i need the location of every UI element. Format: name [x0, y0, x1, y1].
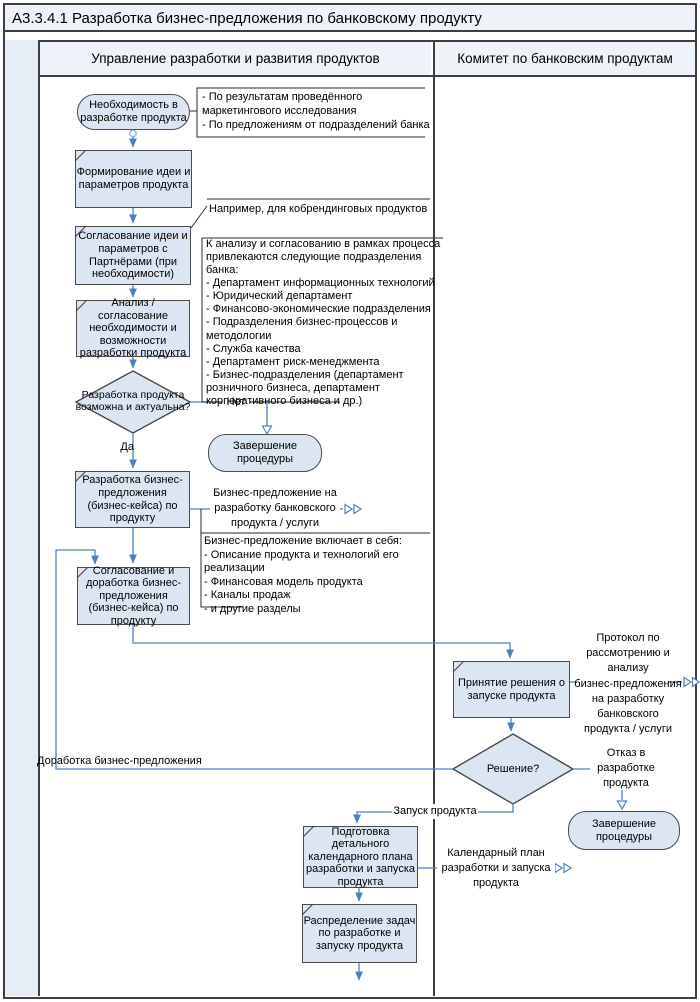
annotation-start-sources: - По результатам проведённого маркетинго…: [202, 91, 430, 131]
side-column-divider: [38, 40, 40, 996]
output-calendar-plan: Календарный план разработки и запуска пр…: [437, 846, 555, 891]
lane-header-committee: Комитет по банковским продуктам: [435, 42, 695, 75]
edge-label-rework: Доработка бизнес-предложения: [37, 755, 202, 767]
annotation-proposal-contents: Бизнес-предложение включает в себя: - Оп…: [204, 535, 402, 615]
edge-label-yes: Да: [120, 441, 134, 453]
node-dec-feasible[interactable]: Разработка продукта возможна и актуальна…: [72, 374, 194, 430]
node-proc-bizcase-label: Разработка бизнес-предложения (бизнес-ке…: [82, 474, 183, 525]
node-start-label: Необходимость в разработке продукта: [80, 99, 187, 124]
lane-header-bottom-line: [38, 75, 695, 77]
lanes-top-line: [5, 40, 695, 42]
node-proc-partner[interactable]: Согласование идеи и параметров с Партнёр…: [75, 226, 191, 285]
annotation-departments: К анализу и согласованию в рамках процес…: [206, 238, 441, 407]
node-proc-approve[interactable]: Согласование и доработка бизнес-предложе…: [77, 564, 190, 627]
node-end-procedure-1[interactable]: Завершение процедуры: [208, 434, 322, 472]
node-proc-plan-label: Подготовка детального календарного плана…: [306, 825, 415, 888]
node-end-procedure-2-label: Завершение процедуры: [592, 817, 656, 843]
node-proc-bizcase[interactable]: Разработка бизнес-предложения (бизнес-ке…: [75, 471, 190, 528]
side-column: [5, 40, 38, 996]
node-proc-idea[interactable]: Формирование идеи и параметров продукта: [75, 150, 192, 208]
lane-divider: [433, 40, 435, 996]
annotation-cobranding: Например, для кобрендинговых продуктов: [209, 203, 428, 215]
output-business-proposal: Бизнес-предложение на разработку банковс…: [210, 486, 340, 531]
node-proc-tasks-label: Распределение задач по разработке и запу…: [303, 914, 416, 952]
node-proc-analysis[interactable]: Анализ / согласование необходимости и во…: [76, 297, 190, 360]
page-border: [3, 3, 697, 999]
node-dec-decision[interactable]: Решение?: [456, 740, 570, 798]
node-end-procedure-2[interactable]: Завершение процедуры: [568, 811, 680, 850]
edge-label-reject: Отказ в разработке продукта: [597, 747, 655, 789]
node-proc-plan[interactable]: Подготовка детального календарного плана…: [303, 826, 418, 888]
output-protocol: Протокол по рассмотрению и анализу бизне…: [574, 632, 682, 736]
edge-label-launch: Запуск продукта: [392, 804, 478, 819]
node-proc-launch-decision-label: Принятие решения о запуске продукта: [457, 676, 566, 702]
node-dec-feasible-label: Разработка продукта возможна и актуальна…: [75, 389, 191, 413]
node-proc-approve-label: Согласование и доработка бизнес-предложе…: [85, 564, 182, 627]
node-proc-partner-label: Согласование идеи и параметров с Партнёр…: [78, 230, 188, 281]
node-dec-decision-label: Решение?: [486, 762, 540, 775]
node-start[interactable]: Необходимость в разработке продукта: [77, 94, 190, 130]
diagram-title: А3.3.4.1 Разработка бизнес-предложения п…: [5, 5, 695, 32]
node-proc-tasks[interactable]: Распределение задач по разработке и запу…: [302, 904, 417, 963]
node-proc-analysis-label: Анализ / согласование необходимости и во…: [79, 297, 187, 360]
node-proc-launch-decision[interactable]: Принятие решения о запуске продукта: [453, 661, 570, 718]
node-end-procedure-1-label: Завершение процедуры: [233, 440, 297, 465]
lane-header-management: Управление разработки и развития продукт…: [40, 42, 431, 75]
node-proc-idea-label: Формирование идеи и параметров продукта: [76, 166, 191, 191]
